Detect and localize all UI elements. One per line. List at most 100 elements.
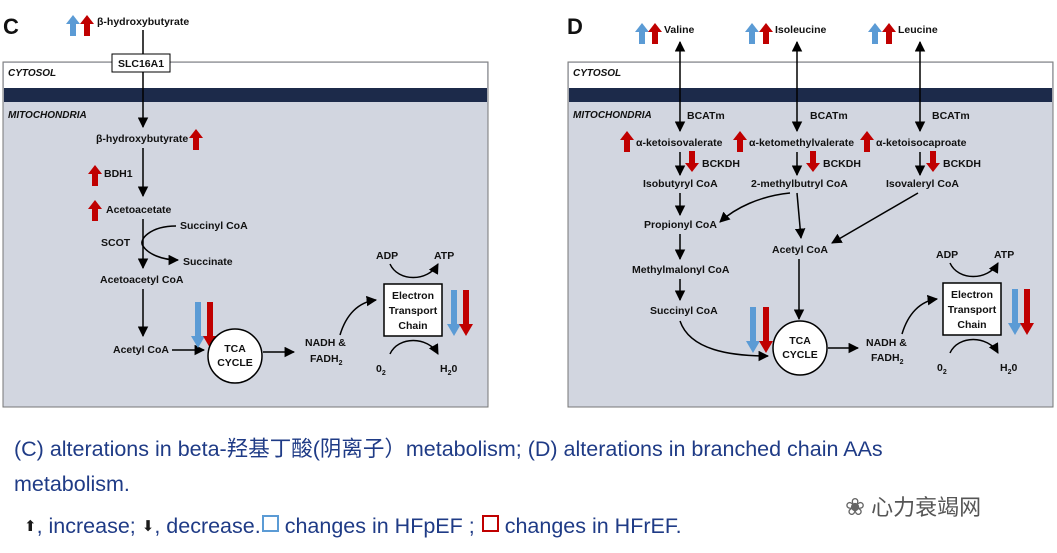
hfref-square-icon [481, 515, 499, 532]
succinate-label: Succinate [183, 256, 233, 268]
tca-cycle-c-circle [207, 328, 263, 384]
o2-d-label: 02 [937, 362, 947, 376]
o2-h2o-curve-d [949, 338, 999, 354]
methylbutyryl-to-propionyl-arrow [719, 192, 791, 223]
propionyl-coa-label: Propionyl CoA [644, 219, 717, 231]
adp-d-label: ADP [936, 249, 958, 261]
figure-caption: (C) alterations in beta-羟基丁酸(阴离子）metabol… [14, 432, 1014, 502]
methylbutyryl-to-acetyl-arrow [794, 192, 806, 240]
etc-c-box [383, 283, 443, 337]
nadh-to-etc-curve-d [901, 294, 939, 335]
bhb-blue-up-arrow [66, 15, 80, 36]
panel-d-membrane-band [569, 88, 1052, 102]
valine-label: Valine [664, 24, 695, 36]
fadh-c-label: FADH2 [310, 353, 343, 367]
atp-d-label: ATP [994, 249, 1014, 261]
o2-c-label: 02 [376, 363, 386, 377]
legend-increase: , increase; [36, 514, 136, 538]
panel-c-cytosol-region [4, 63, 487, 88]
panel-d: D CYTOSOL MITOCHONDRIA Valine Isoleucine… [567, 14, 1054, 408]
succinyl-to-tca-curve [679, 320, 770, 362]
h2o-c-label: H20 [440, 363, 458, 377]
succinyl-coa-d-label: Succinyl CoA [650, 305, 718, 317]
etc-d-label-3: Chain [957, 319, 986, 331]
etc-d-box [942, 282, 1002, 336]
etc-d-label-2: Transport [948, 304, 997, 316]
legend: ⬆, increase; ⬇, decrease. changes in HFpE… [24, 514, 682, 539]
legend-decrease: , decrease. [154, 514, 261, 538]
increase-icon: ⬆ [24, 518, 37, 535]
leucine-label: Leucine [898, 24, 938, 36]
nadh-d-label: NADH & [866, 337, 907, 349]
tca-cycle-d-circle [772, 320, 828, 376]
adp-c-label: ADP [376, 250, 398, 262]
scot-label: SCOT [101, 237, 131, 249]
panel-d-cytosol-region [569, 63, 1052, 88]
watermark-text: 心力衰竭网 [871, 495, 982, 520]
tca-c-label-1: TCA [224, 343, 246, 355]
slc16a1-box [111, 53, 171, 73]
bcatm-2-label: BCATm [810, 110, 848, 122]
isoleucine-blue-up-arrow [745, 23, 759, 44]
acetyl-coa-d-label: Acetyl CoA [772, 244, 828, 256]
wechat-icon: ❀ [845, 494, 866, 521]
panel-c: C CYTOSOL MITOCHONDRIA β-hydroxybutyrate… [2, 14, 489, 408]
valine-red-up-arrow [648, 23, 662, 44]
o2-h2o-curve-c [389, 339, 439, 355]
leucine-red-up-arrow [882, 23, 896, 44]
isovaleryl-coa-label: Isovaleryl CoA [886, 178, 959, 190]
isovaleryl-to-acetyl-arrow [831, 192, 919, 244]
valine-blue-up-arrow [635, 23, 649, 44]
adp-atp-curve-d [949, 262, 999, 278]
panel-c-mitochondria-label: MITOCHONDRIA [8, 110, 87, 121]
hfpef-square-icon [261, 515, 279, 532]
slc16a1-label: SLC16A1 [118, 58, 164, 70]
bhb-red-up-arrow [80, 15, 94, 36]
bcatm-1-label: BCATm [687, 110, 725, 122]
etc-d-label-1: Electron [951, 289, 993, 301]
keto1-label: α-ketoisovalerate [636, 137, 723, 149]
succinyl-coa-c-label: Succinyl CoA [180, 220, 248, 232]
h2o-d-label: H20 [1000, 362, 1018, 376]
panel-c-letter: C [3, 14, 19, 39]
legend-hfref: changes in HFrEF. [504, 514, 682, 538]
bcatm-3-label: BCATm [932, 110, 970, 122]
etc-c-label-3: Chain [398, 320, 427, 332]
keto3-label: α-ketoisocaproate [876, 137, 967, 149]
bhb-top-label: β-hydroxybutyrate [97, 16, 189, 28]
tca-d-label-2: CYCLE [782, 349, 818, 361]
nadh-c-label: NADH & [305, 337, 346, 349]
caption-line-2: metabolism. [14, 472, 130, 496]
decrease-icon: ⬇ [141, 518, 155, 535]
scot-curve [141, 225, 180, 266]
panel-c-membrane-band [4, 88, 487, 102]
isoleucine-red-up-arrow [759, 23, 773, 44]
legend-hfpef: changes in HFpEF ; [284, 514, 475, 538]
keto2-label: α-ketomethylvalerate [749, 137, 854, 149]
leucine-blue-up-arrow [868, 23, 882, 44]
bckdh2-label: BCKDH [823, 158, 861, 170]
panel-d-mitochondria-label: MITOCHONDRIA [573, 110, 652, 121]
bckdh1-label: BCKDH [702, 158, 740, 170]
nadh-to-etc-curve-c [339, 295, 378, 336]
panel-d-cytosol-label: CYTOSOL [573, 68, 621, 79]
atp-c-label: ATP [434, 250, 454, 262]
adp-atp-curve-c [389, 263, 439, 279]
acetoacetate-label: Acetoacetate [106, 204, 172, 216]
bhb-mito-label: β-hydroxybutyrate [96, 133, 188, 145]
isoleucine-label: Isoleucine [775, 24, 827, 36]
etc-c-label-1: Electron [392, 290, 434, 302]
methylbutyryl-coa-label: 2-methylbutryl CoA [751, 178, 848, 190]
panel-c-cytosol-label: CYTOSOL [8, 68, 56, 79]
isobutyryl-coa-label: Isobutyryl CoA [643, 178, 718, 190]
panel-d-letter: D [567, 14, 583, 39]
tca-c-label-2: CYCLE [217, 357, 253, 369]
bdh1-label: BDH1 [104, 168, 133, 180]
bckdh3-label: BCKDH [943, 158, 981, 170]
tca-d-label-1: TCA [789, 335, 811, 347]
methylmalonyl-coa-label: Methylmalonyl CoA [632, 264, 730, 276]
acetyl-coa-c-label: Acetyl CoA [113, 344, 169, 356]
watermark: ❀心力衰竭网 [845, 490, 981, 522]
caption-line-1: (C) alterations in beta-羟基丁酸(阴离子）metabol… [14, 437, 883, 461]
